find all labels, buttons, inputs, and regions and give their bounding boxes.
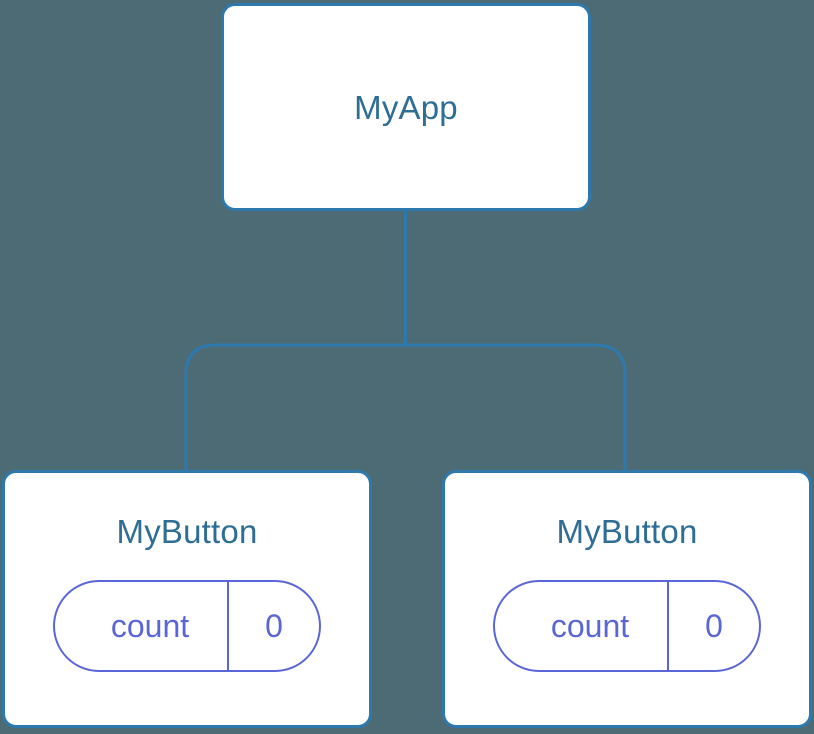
node-mybutton-right[interactable]: MyButton count 0 [442, 470, 812, 728]
state-pill[interactable]: count 0 [493, 580, 761, 672]
node-myapp[interactable]: MyApp [221, 3, 591, 211]
state-pill-key: count [110, 608, 190, 644]
edge-to-child-right [405, 343, 627, 472]
state-pill[interactable]: count 0 [53, 580, 321, 672]
node-title: MyButton [556, 513, 698, 550]
node-title: MyButton [116, 513, 258, 550]
edge-to-child-left [184, 343, 406, 472]
state-pill-key: count [550, 608, 630, 644]
node-title: MyApp [354, 88, 458, 126]
state-pill-value: 0 [227, 582, 319, 670]
node-mybutton-left[interactable]: MyButton count 0 [2, 470, 372, 728]
state-pill-value: 0 [667, 582, 759, 670]
